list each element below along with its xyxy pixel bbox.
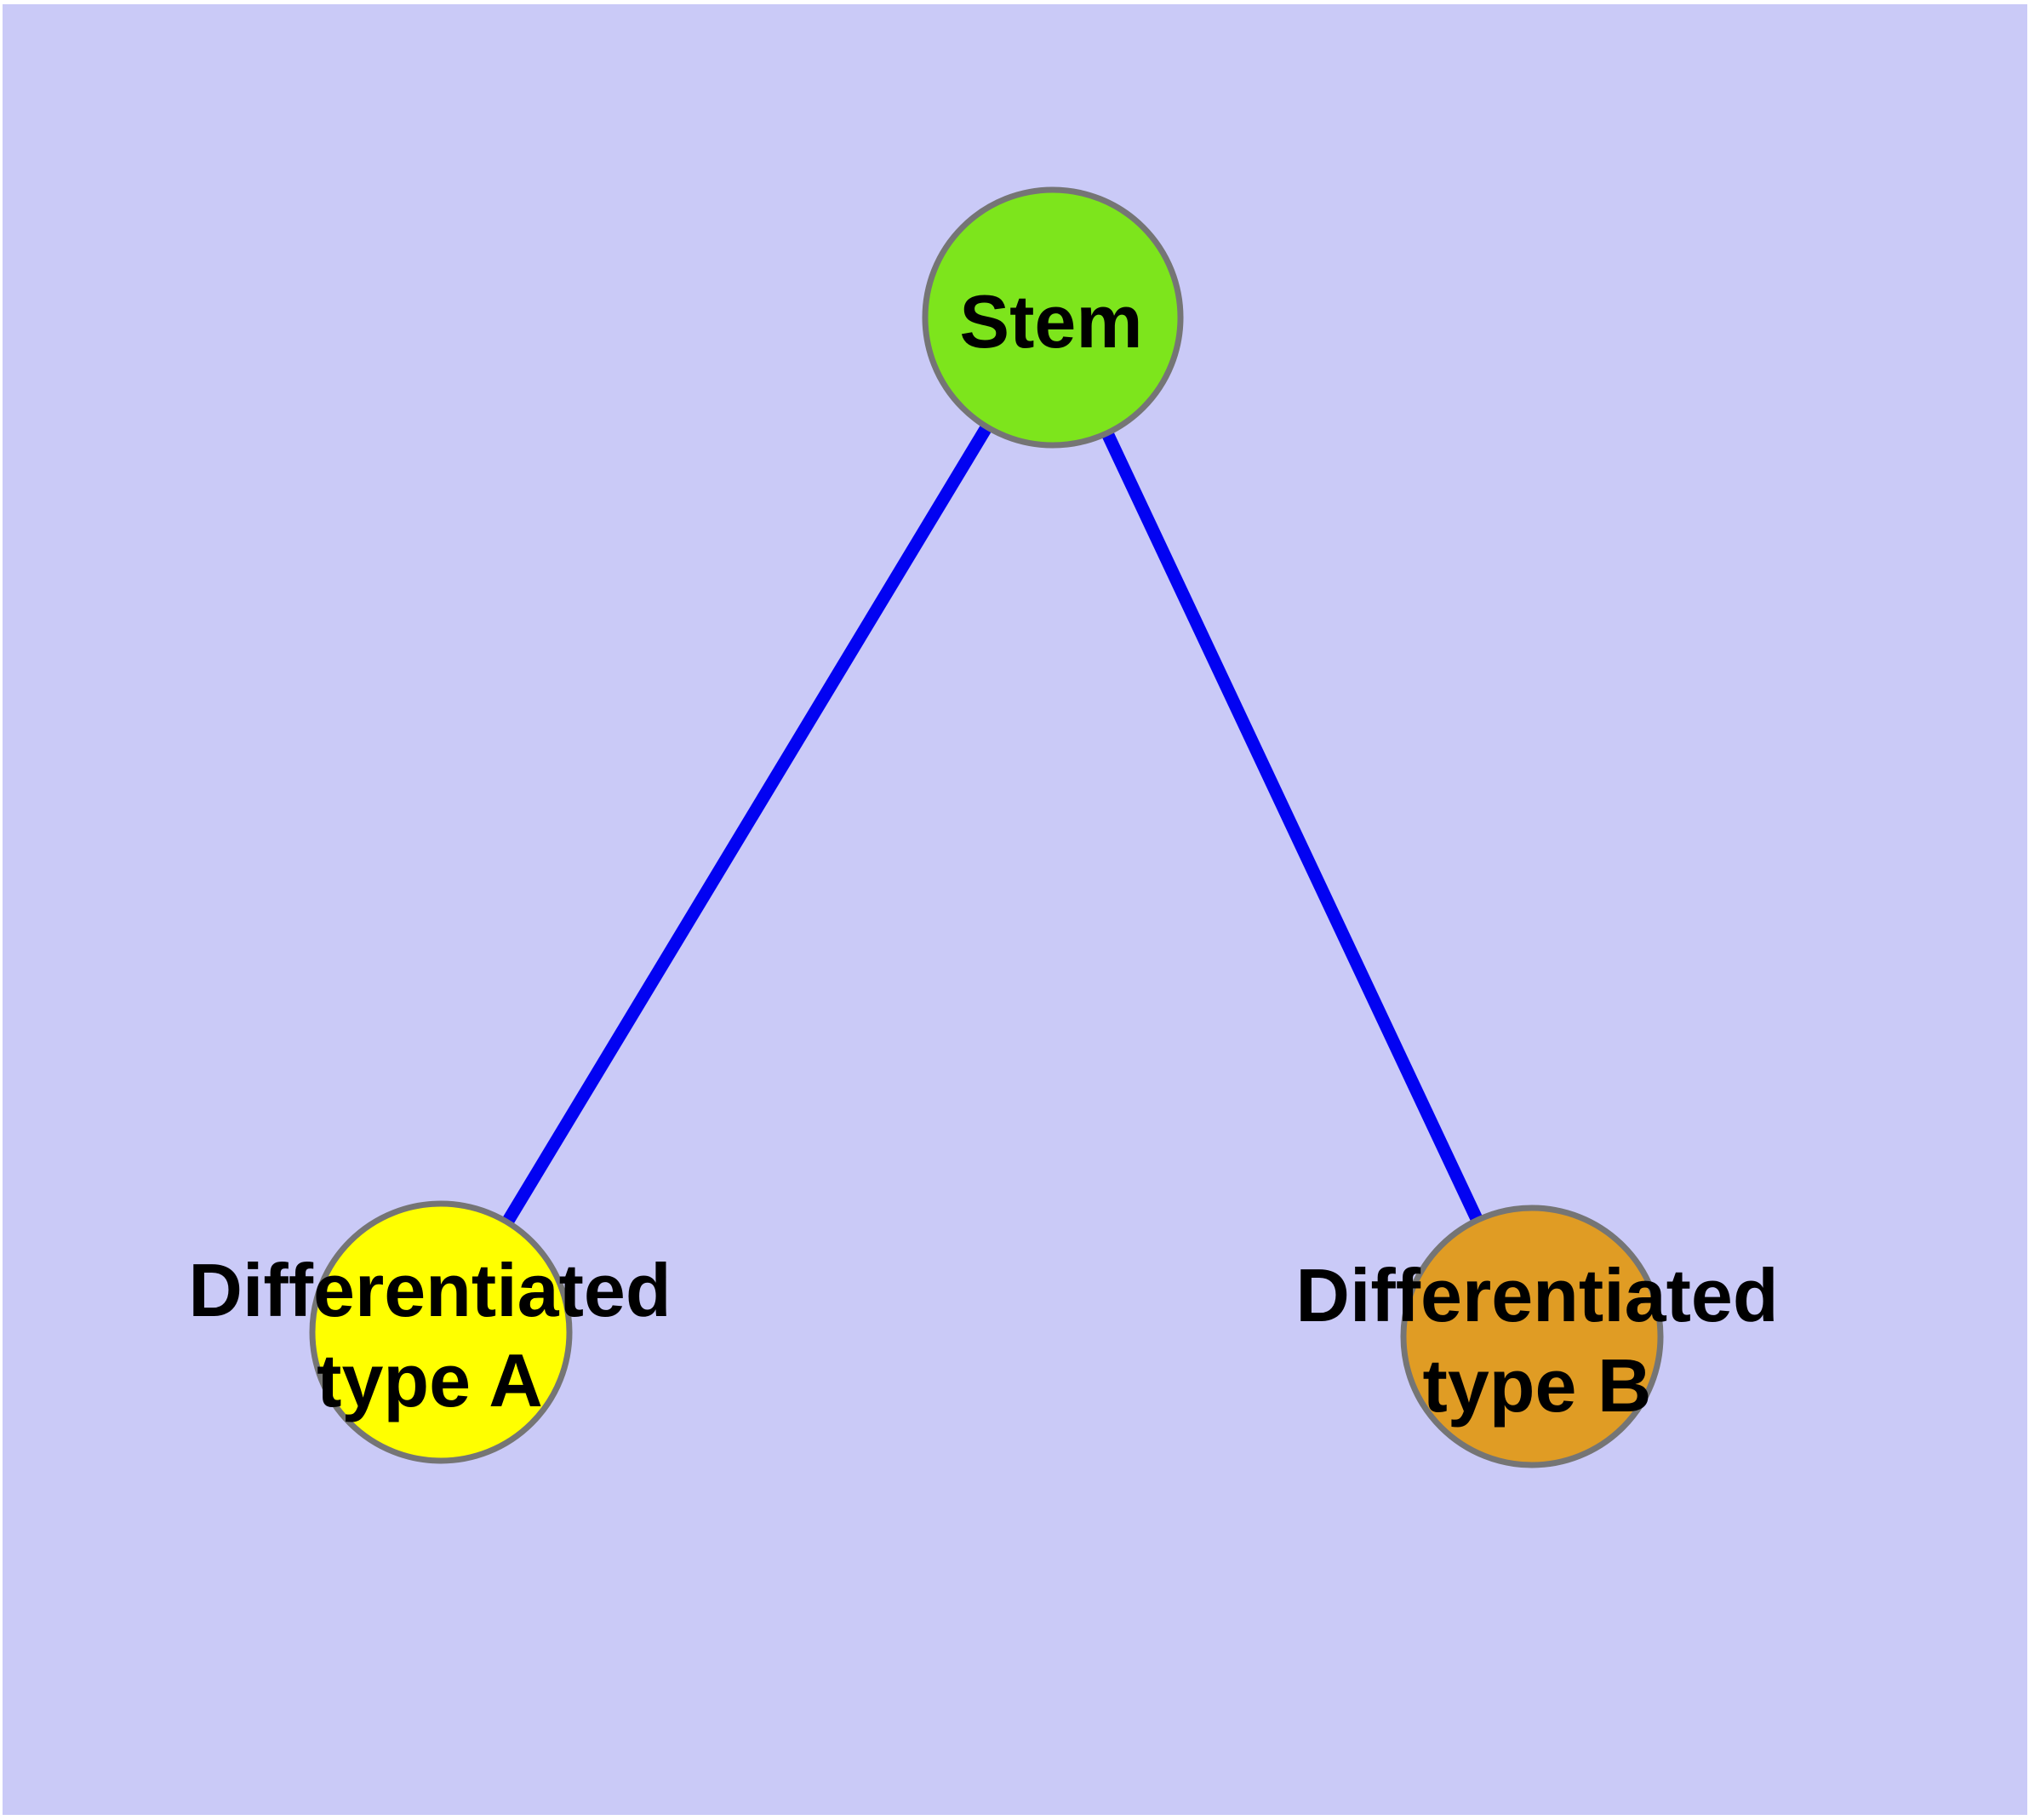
- type-a-node-label-line2: type A: [317, 1338, 543, 1422]
- edge-stem-to-type-b: [1047, 314, 1538, 1340]
- stem-node: [922, 186, 1184, 449]
- type-b-node-label-line1: Differentiated: [1295, 1253, 1778, 1337]
- type-a-node-label-line1: Differentiated: [188, 1248, 671, 1332]
- type-b-node: [1400, 1205, 1664, 1468]
- type-b-node-label-line2: type B: [1423, 1343, 1652, 1428]
- edge-stem-to-type-a: [435, 314, 1059, 1336]
- stem-node-label: Stem: [959, 279, 1142, 363]
- type-a-node: [309, 1200, 573, 1464]
